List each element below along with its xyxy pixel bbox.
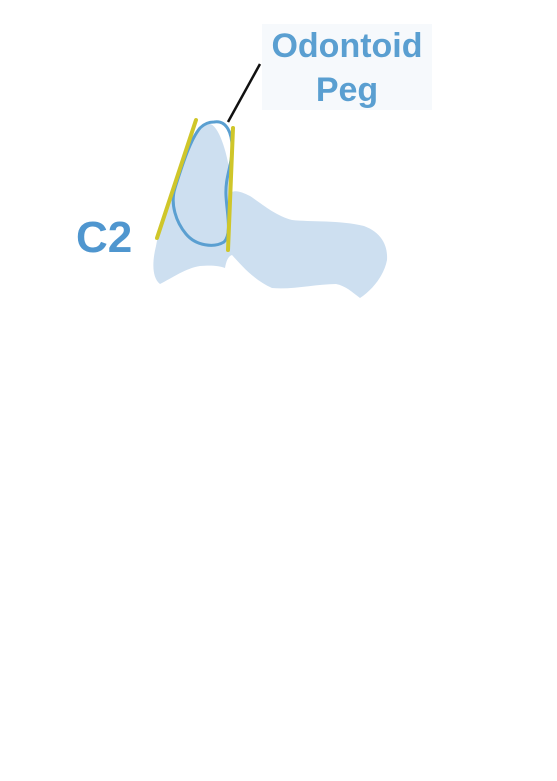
c2-vertebra-body-shape xyxy=(153,124,388,298)
odontoid-peg-label-line1: Odontoid xyxy=(271,27,423,65)
odontoid-peg-leader-line xyxy=(226,63,262,123)
anterior-alignment-line xyxy=(155,118,198,240)
odontoid-peg-label-line2: Peg xyxy=(315,71,379,109)
posterior-alignment-line xyxy=(226,126,235,252)
c2-label: C2 xyxy=(76,213,133,262)
odontoid-peg-label: Odontoid Peg xyxy=(262,24,432,110)
